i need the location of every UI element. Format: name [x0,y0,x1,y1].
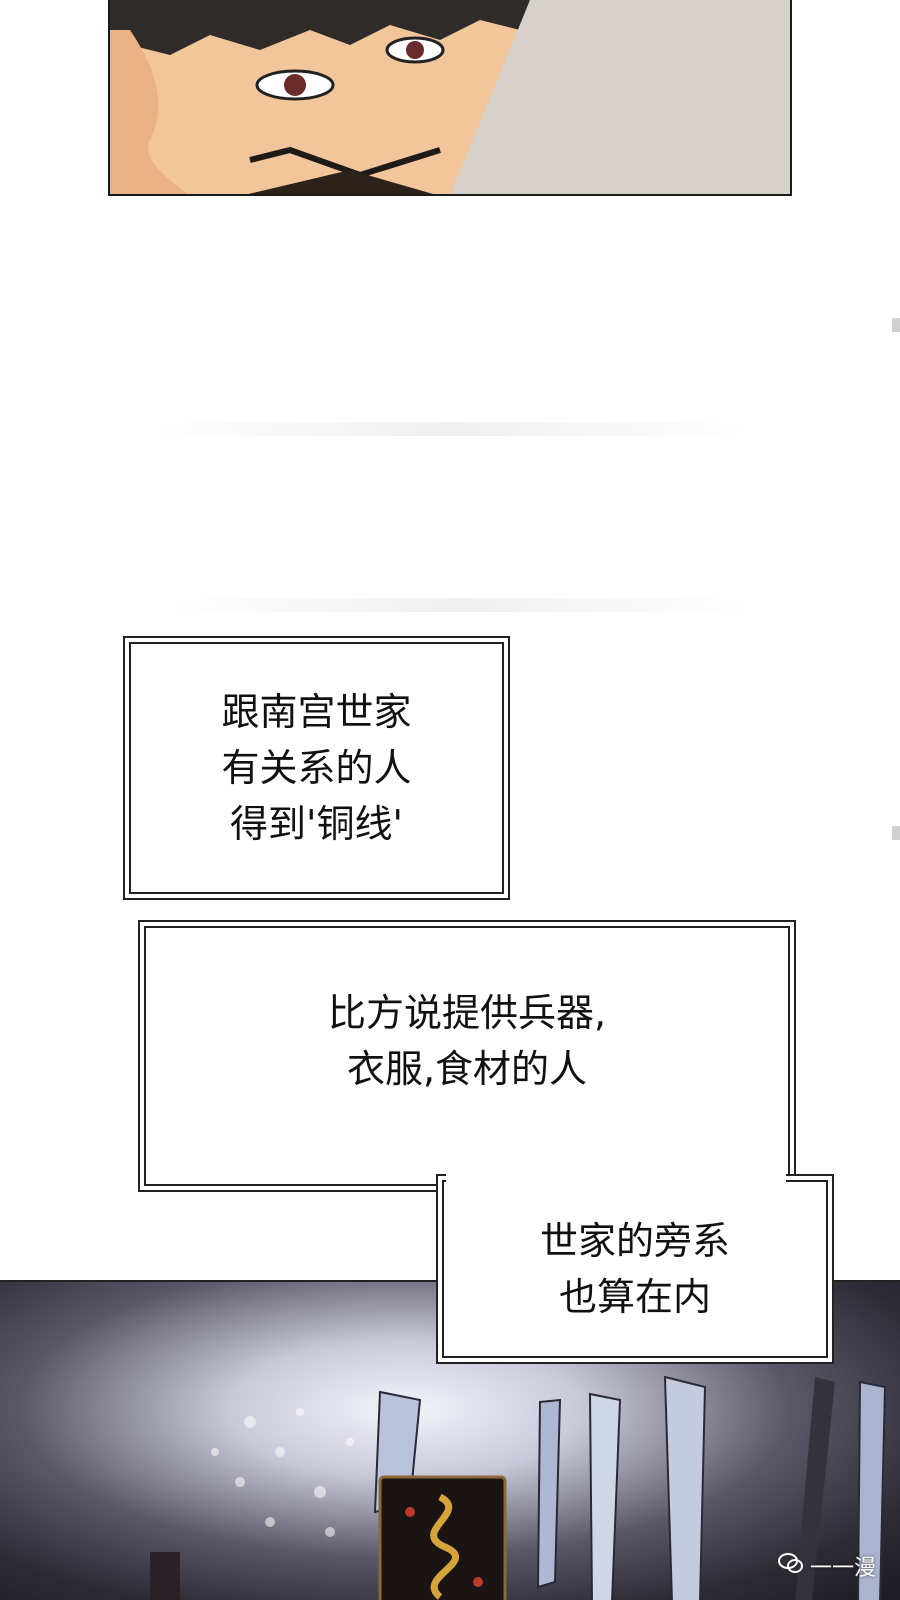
faint-background-text [170,598,750,612]
caption-box-2: 比方说提供兵器, 衣服,食材的人 [144,926,790,1186]
caption-text-3: 世家的旁系 也算在内 [540,1213,730,1325]
watermark-text: 一一漫 [809,1556,876,1581]
top-panel-artwork [108,0,792,196]
caption-line: 也算在内 [558,1275,711,1319]
caption-box-3: 世家的旁系 也算在内 [442,1180,828,1358]
caption-text-2: 比方说提供兵器, 衣服,食材的人 [328,985,606,1097]
watermark: 一一漫 [777,1550,876,1582]
caption-line: 得到'铜线' [230,802,403,846]
weapons-rack-illustration [150,1375,887,1600]
scroll-indicator [892,826,900,840]
caption-line: 跟南宫世家 [221,690,412,734]
bottom-panel-artwork [0,1280,900,1600]
caption-box-1: 跟南宫世家 有关系的人 得到'铜线' [129,642,504,894]
caption-line: 衣服,食材的人 [346,1047,588,1091]
caption-line: 有关系的人 [221,746,412,790]
caption-text-1: 跟南宫世家 有关系的人 得到'铜线' [221,684,411,852]
character-face-illustration [110,0,790,194]
caption-box-seam [446,1170,786,1194]
wechat-icon [777,1552,804,1580]
caption-line: 比方说提供兵器, [327,991,607,1035]
caption-line: 世家的旁系 [539,1219,730,1263]
faint-background-text [150,422,750,436]
scroll-indicator [892,318,900,332]
